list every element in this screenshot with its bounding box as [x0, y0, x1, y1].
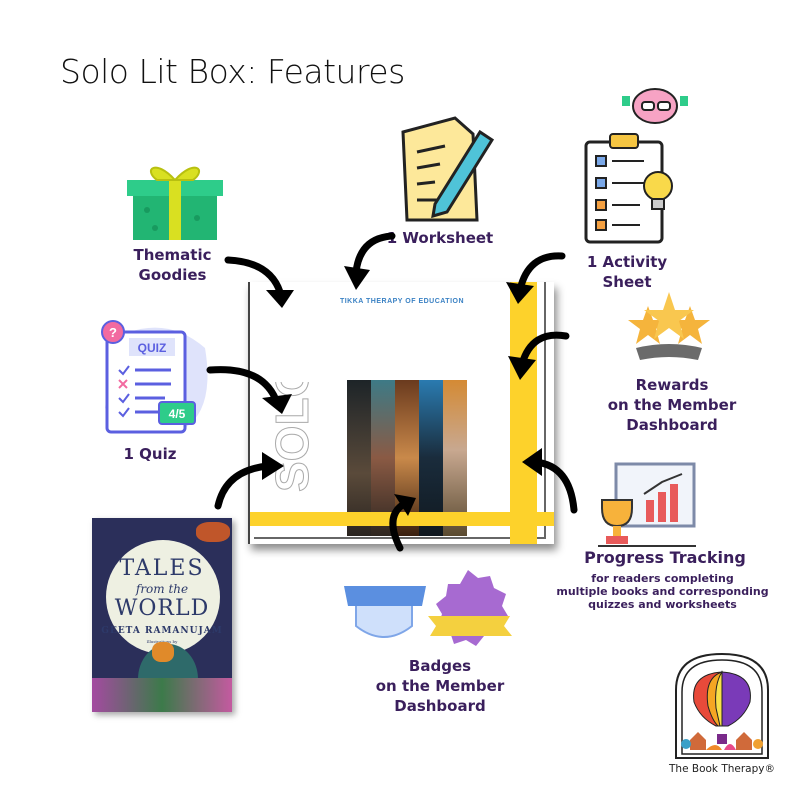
book-therapy-logo	[675, 652, 769, 759]
logo-name: The Book Therapy®	[669, 763, 775, 775]
quiz-icon: QUIZ ? 4/5	[101, 320, 208, 434]
badges-icon	[344, 570, 512, 646]
worksheet-icon	[401, 116, 495, 222]
activity-sheet-icon	[584, 88, 688, 244]
goodies-label: Thematic Goodies	[133, 246, 212, 284]
svg-text:4/5: 4/5	[169, 407, 186, 421]
activity-label: 1 Activity Sheet	[586, 253, 668, 291]
yellow-ribbon-horizontal	[250, 512, 554, 526]
arrow-icon	[506, 252, 566, 304]
arrow-icon	[522, 448, 578, 514]
page-title: Solo Lit Box: Features	[60, 52, 405, 91]
arrow-icon	[508, 331, 570, 380]
arrow-icon	[224, 256, 294, 308]
solo-lit-box: TIKKA THERAPY OF EDUCATION SOLO	[248, 282, 554, 544]
box-brand-text: TIKKA THERAPY OF EDUCATION	[339, 298, 465, 305]
yellow-ribbon-vertical	[510, 282, 537, 544]
worksheet-label: 1 Worksheet	[386, 229, 494, 247]
rewards-stars-icon	[628, 292, 710, 360]
svg-text:?: ?	[109, 325, 117, 340]
arrow-icon	[389, 494, 416, 552]
gift-icon	[127, 166, 223, 240]
progress-title: Progress Tracking	[584, 548, 746, 567]
svg-text:QUIZ: QUIZ	[138, 341, 167, 355]
arrow-icon	[206, 366, 292, 414]
arrow-icon	[344, 232, 396, 290]
arrow-icon	[214, 452, 284, 510]
quiz-label: 1 Quiz	[123, 445, 177, 463]
book-cover: TALES from the WORLD GEETA RAMANUJAM Ill…	[92, 518, 232, 712]
progress-chart-icon	[598, 462, 696, 547]
